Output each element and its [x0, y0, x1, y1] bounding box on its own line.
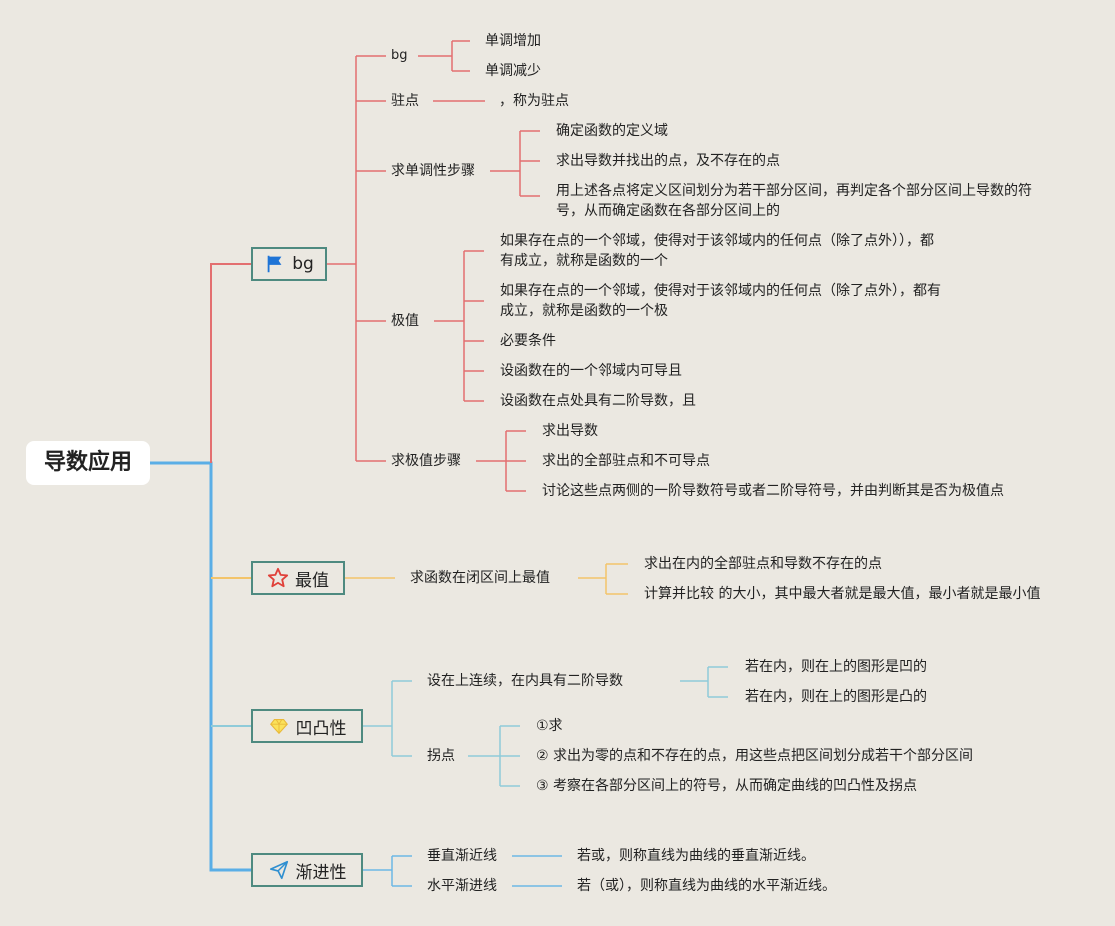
topic-horizontal-asymptote[interactable]: 水平渐进线	[427, 878, 497, 894]
leaf-item[interactable]: 确定函数的定义域	[556, 123, 668, 139]
topic-monotonic[interactable]: bg	[391, 48, 408, 63]
leaf-item[interactable]: 如果存在点的一个邻域，使得对于该邻域内的任何点（除了点外）），都	[500, 233, 934, 249]
branch-node-asymptote[interactable]: 渐进性	[251, 853, 363, 887]
leaf-item[interactable]: 单调减少	[485, 63, 541, 79]
leaf-item[interactable]: 若在内，则在上的图形是凸的	[745, 689, 927, 705]
leaf-item[interactable]: 有成立，就称是函数的一个	[500, 253, 668, 269]
diamond-icon	[269, 719, 288, 735]
leaf-item[interactable]: 号，从而确定函数在各部分区间上的	[556, 203, 780, 219]
flag-icon	[267, 255, 282, 273]
send-icon	[269, 860, 288, 880]
leaf-item[interactable]: 设函数在的一个邻域内可导且	[500, 363, 682, 379]
leaf-item[interactable]: ①求	[536, 718, 563, 734]
leaf-item[interactable]: 设函数在点处具有二阶导数，且	[500, 393, 696, 409]
leaf-item[interactable]: 若在内，则在上的图形是凹的	[745, 659, 927, 675]
topic-stationary-point[interactable]: 驻点	[391, 93, 419, 109]
topic-extreme-steps[interactable]: 求极值步骤	[391, 453, 461, 469]
topic-monotonic-steps[interactable]: 求单调性步骤	[391, 163, 475, 179]
leaf-item[interactable]: 用上述各点将定义区间划分为若干部分区间，再判定各个部分区间上导数的符	[556, 183, 1032, 199]
star-icon	[267, 567, 289, 588]
branch-label: 最值	[295, 570, 329, 591]
leaf-item[interactable]: 必要条件	[500, 333, 556, 349]
leaf-item[interactable]: 求出导数	[542, 423, 598, 439]
topic-closed-interval-extrema[interactable]: 求函数在闭区间上最值	[410, 570, 550, 586]
leaf-item[interactable]: 求出在内的全部驻点和导数不存在的点	[644, 556, 882, 572]
leaf-item[interactable]: 若（或），则称直线为曲线的水平渐近线。	[577, 878, 836, 894]
leaf-item[interactable]: 求出的全部驻点和不可导点	[542, 453, 710, 469]
leaf-item[interactable]: ② 求出为零的点和不存在的点，用这些点把区间划分成若干个部分区间	[536, 748, 973, 764]
leaf-item[interactable]: 成立，就称是函数的一个极	[500, 303, 668, 319]
topic-extreme-value[interactable]: 极值	[391, 313, 419, 329]
branch-label: 渐进性	[295, 862, 347, 883]
topic-vertical-asymptote[interactable]: 垂直渐近线	[427, 848, 497, 864]
branch-node-bg[interactable]: bg	[251, 247, 327, 281]
branch-node-concavity[interactable]: 凹凸性	[251, 709, 363, 743]
leaf-item[interactable]: 如果存在点的一个邻域，使得对于该邻域内的任何点（除了点外），都有	[500, 283, 941, 299]
leaf-item[interactable]: 计算并比较 的大小，其中最大者就是最大值，最小者就是最小值	[644, 586, 1041, 602]
topic-inflection-point[interactable]: 拐点	[427, 748, 455, 764]
leaf-item[interactable]: ，称为驻点	[499, 93, 569, 109]
branch-label: 凹凸性	[295, 718, 347, 739]
leaf-item[interactable]: 若或，则称直线为曲线的垂直渐近线。	[577, 848, 815, 864]
leaf-item[interactable]: 讨论这些点两侧的一阶导数符号或者二阶导符号，并由判断其是否为极值点	[542, 483, 1004, 499]
root-node[interactable]: 导数应用	[26, 441, 150, 485]
branch-node-extrema[interactable]: 最值	[251, 561, 345, 595]
leaf-item[interactable]: ③ 考察在各部分区间上的符号，从而确定曲线的凹凸性及拐点	[536, 778, 917, 794]
branch-label: bg	[292, 254, 314, 274]
leaf-item[interactable]: 单调增加	[485, 33, 541, 49]
leaf-item[interactable]: 求出导数并找出的点，及不存在的点	[556, 153, 780, 169]
topic-concavity-condition[interactable]: 设在上连续，在内具有二阶导数	[427, 673, 623, 689]
